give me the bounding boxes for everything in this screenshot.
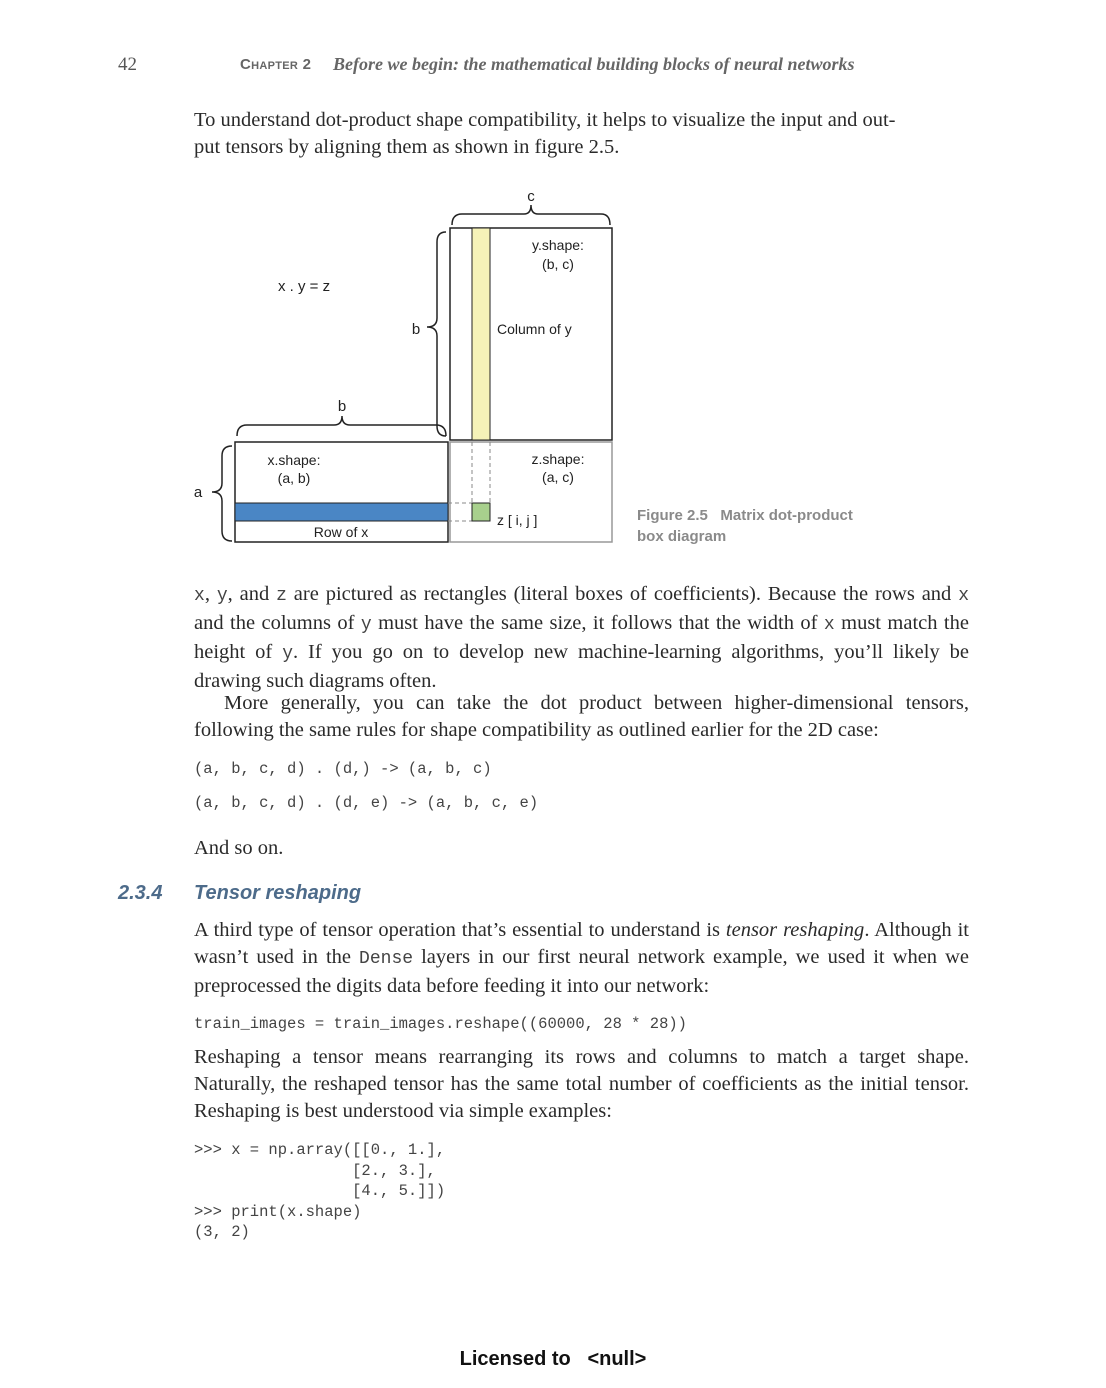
running-header: 42 Chapter 2 Before we begin: the mathem… bbox=[0, 52, 1106, 82]
y-matrix-box bbox=[449, 227, 613, 441]
label-a: a bbox=[194, 484, 203, 501]
code-y: y bbox=[360, 615, 372, 635]
y-shape-label: y.shape: bbox=[532, 237, 584, 253]
code-example-1: (a, b, c, d) . (d,) -> (a, b, c) bbox=[194, 760, 492, 778]
brace-c bbox=[451, 204, 611, 226]
code-x: x bbox=[958, 586, 969, 606]
license-footer: Licensed to <null> bbox=[459, 1348, 647, 1370]
paragraph-shapes: x, y, and z are pictured as rectangles (… bbox=[194, 583, 969, 692]
and-so-on: And so on. bbox=[194, 837, 284, 859]
chapter-title: Before we begin: the mathematical buildi… bbox=[333, 54, 855, 74]
paragraph-reshaping-explained: Reshaping a tensor means rearranging its… bbox=[194, 1046, 969, 1122]
figure-caption: Figure 2.5 Matrix dot-product box diagra… bbox=[637, 505, 897, 547]
section-title: Tensor reshaping bbox=[194, 882, 362, 904]
section-number: 2.3.4 bbox=[118, 882, 163, 904]
code-numpy-example: >>> x = np.array([[0., 1.], [2., 3.], [4… bbox=[194, 1141, 446, 1241]
label-c: c bbox=[527, 188, 535, 205]
equation: x . y = z bbox=[278, 278, 330, 295]
x-matrix-box bbox=[234, 441, 449, 543]
row-of-x-label: Row of x bbox=[314, 524, 368, 540]
x-row-highlight bbox=[234, 502, 449, 522]
emphasis-tensor-reshaping: tensor reshaping bbox=[725, 919, 865, 941]
brace-b-top bbox=[236, 415, 447, 437]
intro-line-1: To understand dot-product shape compatib… bbox=[194, 109, 896, 131]
code-y: y bbox=[216, 586, 228, 606]
caption-text-1: Matrix dot-product bbox=[720, 507, 853, 524]
z-element-label: z [ i, j ] bbox=[497, 512, 537, 528]
caption-text-2: box diagram bbox=[637, 528, 727, 545]
z-matrix-box bbox=[449, 441, 613, 543]
code-example-2: (a, b, c, d) . (d, e) -> (a, b, c, e) bbox=[194, 794, 539, 812]
z-shape-label: z.shape: bbox=[532, 451, 585, 467]
brace-a bbox=[211, 445, 233, 542]
caption-number: Figure 2.5 bbox=[637, 507, 708, 524]
code-reshape-train-images: train_images = train_images.reshape((600… bbox=[194, 1015, 687, 1033]
x-shape-value: (a, b) bbox=[278, 470, 311, 486]
chapter-label: Chapter 2 bbox=[240, 56, 312, 73]
code-x: x bbox=[823, 615, 835, 635]
z-cell-highlight bbox=[471, 502, 491, 522]
paragraph-higher-dim: More generally, you can take the dot pro… bbox=[194, 692, 969, 741]
intro-paragraph: To understand dot-product shape compatib… bbox=[194, 107, 969, 161]
column-of-y-label: Column of y bbox=[497, 321, 572, 337]
y-shape-value: (b, c) bbox=[542, 256, 574, 272]
intro-line-2: put tensors by aligning them as shown in… bbox=[194, 136, 620, 158]
code-z: z bbox=[276, 586, 287, 606]
code-x: x bbox=[194, 586, 205, 606]
y-column-highlight bbox=[471, 227, 491, 441]
page-number: 42 bbox=[118, 54, 137, 75]
brace-b-left bbox=[426, 231, 447, 437]
z-shape-value: (a, c) bbox=[542, 469, 574, 485]
x-shape-label: x.shape: bbox=[268, 452, 321, 468]
label-b-left: b bbox=[412, 321, 420, 338]
label-b-top: b bbox=[338, 398, 346, 415]
dot-product-box-diagram: c b b a x . y = z y.shape: (b, c) Column… bbox=[194, 188, 613, 543]
paragraph-reshaping-intro: A third type of tensor operation that’s … bbox=[194, 919, 969, 997]
code-y: y bbox=[282, 644, 293, 664]
code-dense: Dense bbox=[359, 949, 414, 969]
